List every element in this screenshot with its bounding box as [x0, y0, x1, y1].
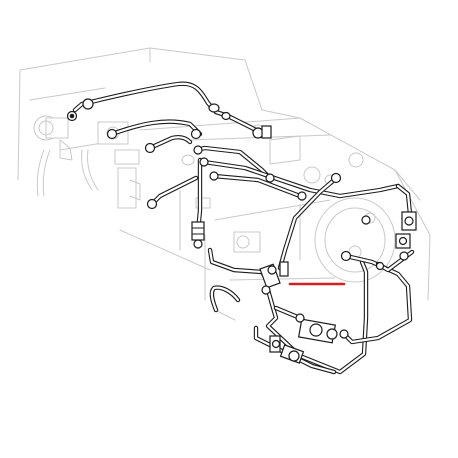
left-drop-fitting	[191, 221, 205, 249]
pump-outlet-fitting	[66, 98, 94, 122]
lower-flowmeter-assembly	[269, 313, 349, 364]
cross-line-to-fitting	[277, 177, 337, 271]
manifold-tee-fittings	[144, 142, 342, 210]
upper-manifold-line	[109, 109, 259, 151]
left-drop-line	[149, 157, 203, 235]
gauge-tee-fitting	[259, 261, 289, 295]
right-valve-fittings	[340, 211, 417, 271]
upper-pump-line	[72, 81, 219, 115]
upper-valve-fittings	[106, 103, 272, 140]
machine-frame-ghost	[17, 47, 431, 321]
group-feed-line	[193, 145, 413, 217]
pump-ghost	[33, 115, 73, 197]
